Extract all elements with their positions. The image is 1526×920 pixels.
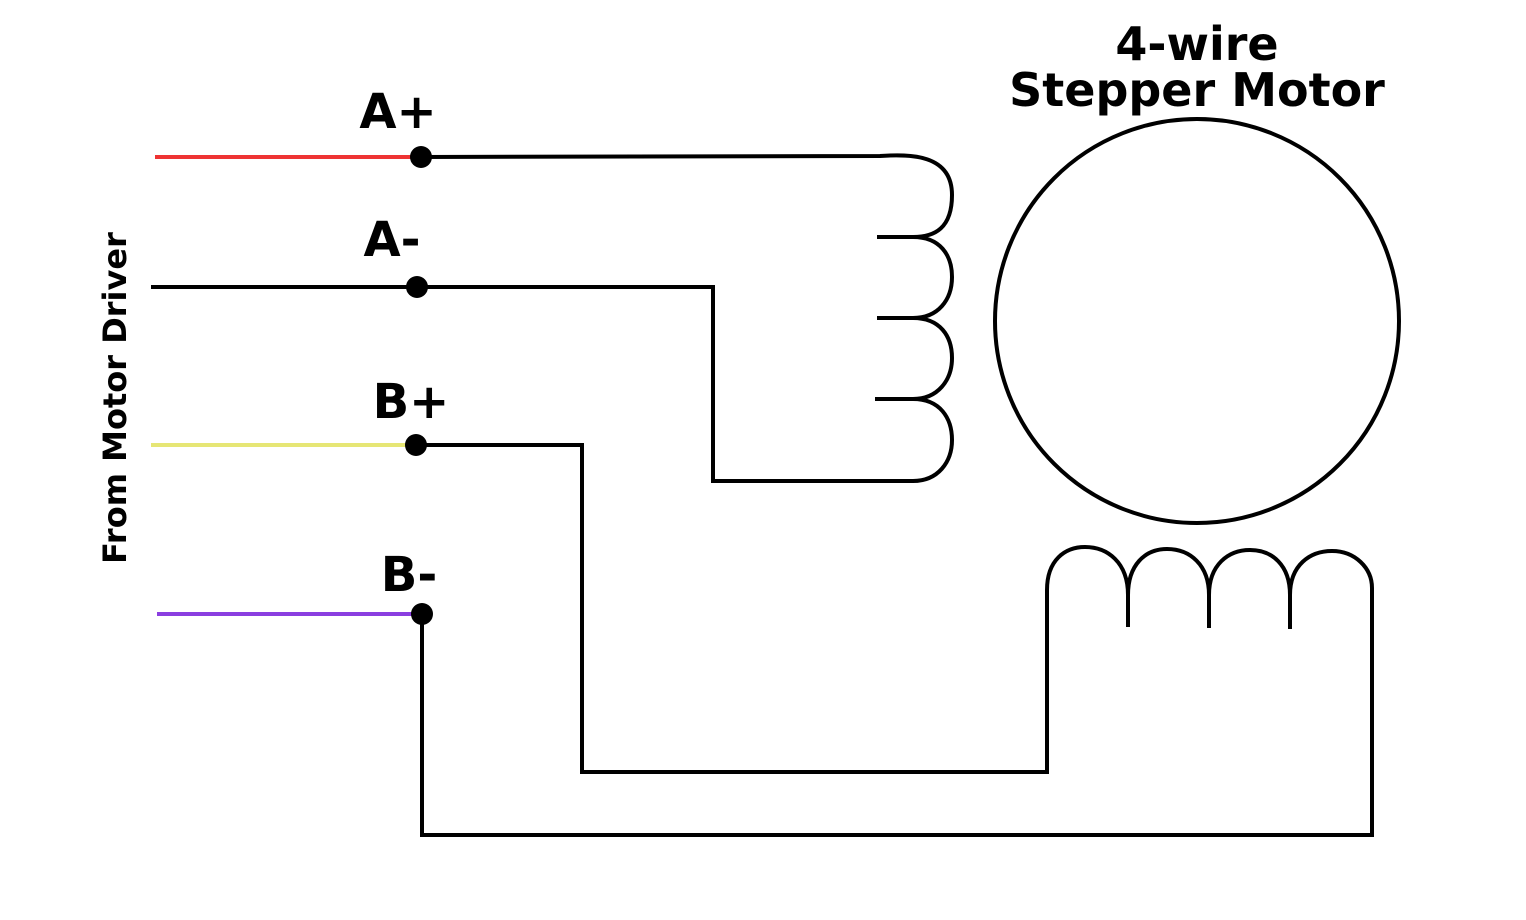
wire-a-plus-to-coil <box>420 153 955 239</box>
terminal-dot-a-plus <box>410 146 432 168</box>
terminal-dot-b-minus <box>411 603 433 625</box>
wire-a-minus-to-coil <box>417 285 914 483</box>
phase-b-coil <box>1045 544 1374 629</box>
from-motor-driver-label: From Motor Driver <box>96 232 134 564</box>
wire-b-plus-to-coil <box>416 443 1049 774</box>
phase-a-coil <box>875 235 955 483</box>
terminal-label-a-plus: A+ <box>359 84 436 140</box>
motor-title-line2: Stepper Motor <box>1009 63 1385 117</box>
motor-title-line1: 4-wire <box>1115 17 1278 71</box>
terminal-dot-a-minus <box>406 276 428 298</box>
terminal-label-b-plus: B+ <box>373 374 450 430</box>
terminal-dot-b-plus <box>405 434 427 456</box>
terminal-label-b-minus: B- <box>381 547 438 603</box>
wire-b-minus-to-coil <box>420 588 1374 837</box>
terminal-label-a-minus: A- <box>363 212 420 268</box>
motor-rotor-circle <box>993 117 1401 525</box>
